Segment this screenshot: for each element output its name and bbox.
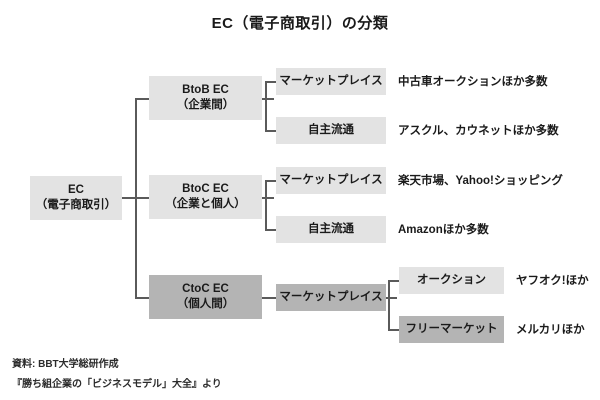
- node-btoc-direct: 自主流通: [276, 216, 386, 243]
- node-btoc-ec-line2: （企業と個人）: [165, 198, 246, 210]
- connector-ctoc-marketplace-spine: [388, 281, 390, 331]
- node-btoc-marketplace: マーケットプレイス: [276, 167, 386, 194]
- connector-ctoc-marketplace-stub: [386, 297, 397, 299]
- node-ctoc-fleamarket: フリーマーケット: [399, 316, 504, 343]
- connector-root-to-btoc: [135, 197, 149, 199]
- connector-root-to-ctoc: [135, 297, 149, 299]
- example-btoc-direct: Amazonほか多数: [398, 224, 489, 236]
- node-btoc-ec: BtoC EC （企業と個人）: [149, 175, 262, 219]
- connector-btob-spine: [265, 82, 267, 132]
- connector-btob-to-direct: [265, 130, 276, 132]
- node-ctoc-ec-line2: （個人間）: [176, 298, 235, 310]
- node-btob-direct-label: 自主流通: [308, 123, 354, 136]
- node-ctoc-auction: オークション: [399, 267, 504, 294]
- node-ctoc-ec: CtoC EC （個人間）: [149, 275, 262, 319]
- example-btob-direct: アスクル、カウネットほか多数: [398, 125, 559, 137]
- example-ctoc-auction: ヤフオク!ほか: [516, 275, 589, 287]
- node-ctoc-fleamarket-label: フリーマーケット: [405, 322, 498, 335]
- connector-root-stub: [122, 197, 136, 199]
- node-ctoc-auction-label: オークション: [417, 273, 486, 286]
- connector-btoc-to-direct: [265, 229, 276, 231]
- node-btoc-ec-line1: BtoC EC: [182, 182, 229, 195]
- node-root-ec: EC （電子商取引）: [30, 176, 122, 220]
- node-btob-ec: BtoB EC （企業間）: [149, 76, 262, 120]
- node-btoc-direct-label: 自主流通: [308, 222, 354, 235]
- node-btob-marketplace-label: マーケットプレイス: [279, 74, 383, 87]
- connector-root-to-btob: [135, 98, 149, 100]
- connector-ctoc-to-marketplace: [262, 297, 276, 299]
- node-btob-direct: 自主流通: [276, 117, 386, 144]
- page-title: EC（電子商取引）の分類: [211, 15, 389, 32]
- example-btoc-marketplace: 楽天市場、Yahoo!ショッピング: [398, 175, 563, 187]
- source-note-line1: 資料: BBT大学総研作成: [12, 359, 119, 370]
- example-ctoc-fleamarket: メルカリほか: [516, 324, 585, 336]
- connector-ctoc-to-auction: [388, 280, 399, 282]
- node-root-ec-line2: （電子商取引）: [35, 199, 117, 211]
- example-btob-marketplace: 中古車オークションほか多数: [398, 76, 548, 88]
- node-btob-marketplace: マーケットプレイス: [276, 68, 386, 95]
- connector-btoc-spine: [265, 181, 267, 231]
- connector-btoc-stub: [262, 197, 274, 199]
- node-ctoc-marketplace-label: マーケットプレイス: [279, 290, 383, 303]
- node-btob-ec-line2: （企業間）: [176, 99, 235, 111]
- connector-root-spine: [135, 99, 137, 299]
- connector-ctoc-to-fleamarket: [388, 329, 399, 331]
- node-root-ec-line1: EC: [68, 183, 84, 196]
- node-btob-ec-line1: BtoB EC: [182, 83, 229, 96]
- node-btoc-marketplace-label: マーケットプレイス: [279, 173, 383, 186]
- source-note-line2: 『勝ち組企業の「ビジネスモデル」大全』より: [12, 379, 222, 390]
- connector-btob-to-marketplace: [265, 81, 276, 83]
- connector-btob-stub: [262, 98, 274, 100]
- node-ctoc-ec-line1: CtoC EC: [182, 282, 229, 295]
- connector-btoc-to-marketplace: [265, 180, 276, 182]
- node-ctoc-marketplace: マーケットプレイス: [276, 284, 386, 311]
